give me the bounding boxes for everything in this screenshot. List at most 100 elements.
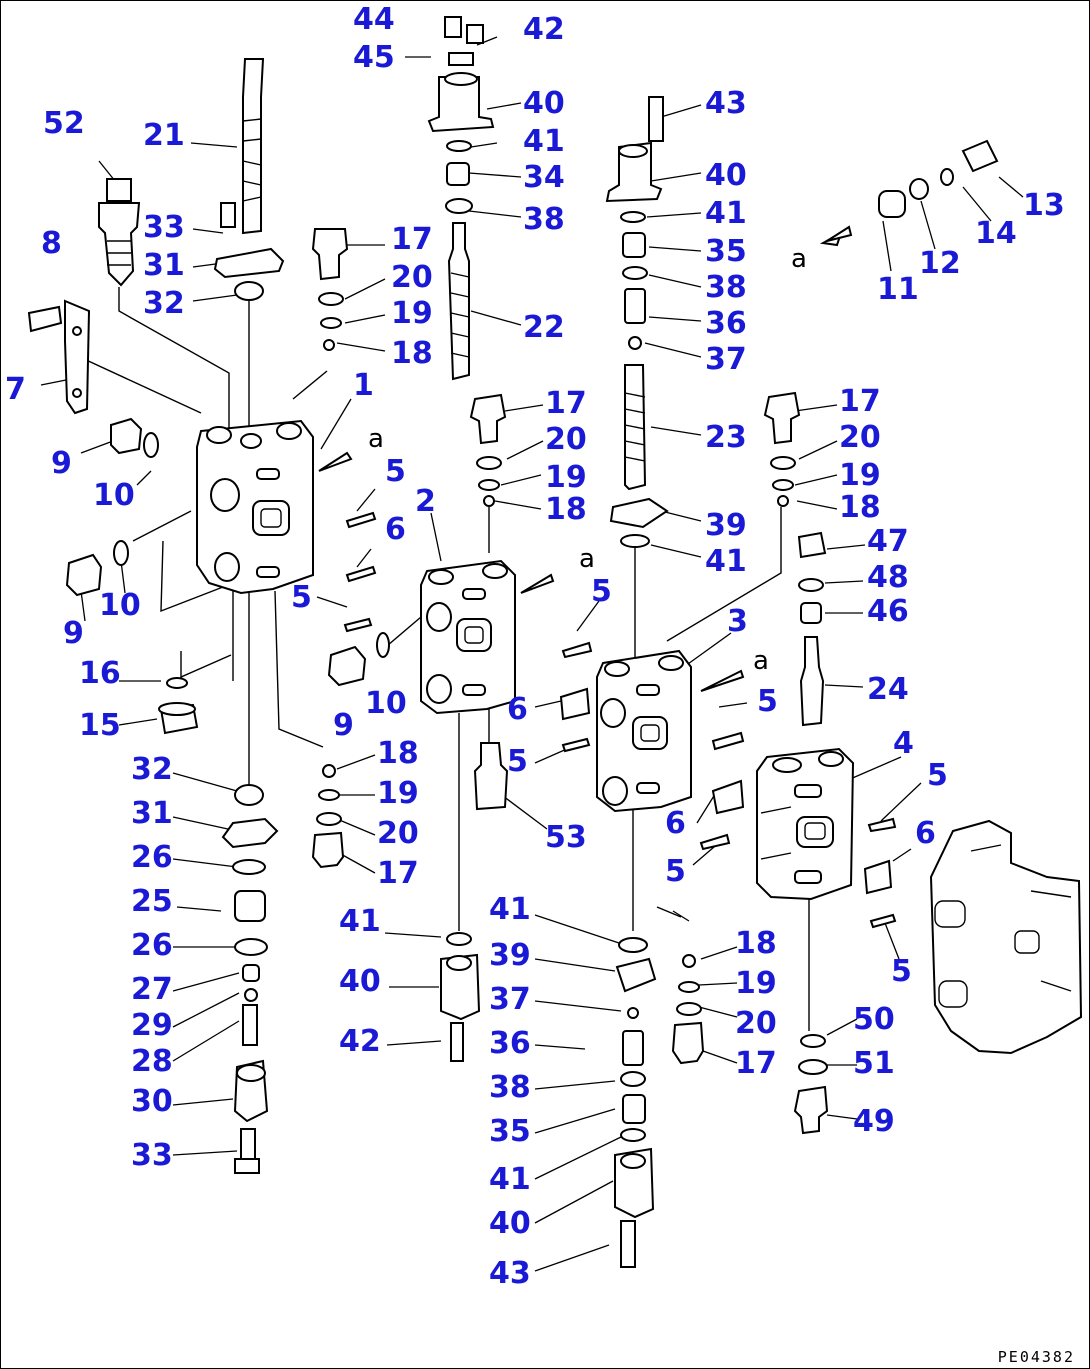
callout-20[interactable]: 20 <box>391 260 433 295</box>
callout-9[interactable]: 9 <box>51 446 72 481</box>
callout-18[interactable]: 18 <box>735 926 777 961</box>
callout-5[interactable]: 5 <box>891 954 912 989</box>
callout-35[interactable]: 35 <box>489 1114 531 1149</box>
callout-26[interactable]: 26 <box>131 928 173 963</box>
callout-39[interactable]: 39 <box>489 938 531 973</box>
callout-41[interactable]: 41 <box>705 196 747 231</box>
callout-5[interactable]: 5 <box>757 684 778 719</box>
callout-42[interactable]: 42 <box>339 1024 381 1059</box>
callout-6[interactable]: 6 <box>915 816 936 851</box>
callout-48[interactable]: 48 <box>867 560 909 595</box>
callout-18[interactable]: 18 <box>377 736 419 771</box>
callout-11[interactable]: 11 <box>877 272 919 307</box>
callout-20[interactable]: 20 <box>735 1006 777 1041</box>
callout-53[interactable]: 53 <box>545 820 587 855</box>
callout-27[interactable]: 27 <box>131 972 173 1007</box>
callout-3[interactable]: 3 <box>727 604 748 639</box>
callout-25[interactable]: 25 <box>131 884 173 919</box>
callout-28[interactable]: 28 <box>131 1044 173 1079</box>
callout-7[interactable]: 7 <box>5 372 26 407</box>
callout-35[interactable]: 35 <box>705 234 747 269</box>
callout-52[interactable]: 52 <box>43 106 85 141</box>
callout-50[interactable]: 50 <box>853 1002 895 1037</box>
callout-43[interactable]: 43 <box>489 1256 531 1291</box>
callout-21[interactable]: 21 <box>143 118 185 153</box>
callout-26[interactable]: 26 <box>131 840 173 875</box>
callout-18[interactable]: 18 <box>839 490 881 525</box>
callout-40[interactable]: 40 <box>523 86 565 121</box>
callout-2[interactable]: 2 <box>415 484 436 519</box>
callout-19[interactable]: 19 <box>839 458 881 493</box>
callout-40[interactable]: 40 <box>705 158 747 193</box>
callout-51[interactable]: 51 <box>853 1046 895 1081</box>
callout-19[interactable]: 19 <box>735 966 777 1001</box>
callout-10[interactable]: 10 <box>365 686 407 721</box>
callout-41[interactable]: 41 <box>489 1162 531 1197</box>
callout-5[interactable]: 5 <box>385 454 406 489</box>
callout-16[interactable]: 16 <box>79 656 121 691</box>
callout-45[interactable]: 45 <box>353 40 395 75</box>
callout-29[interactable]: 29 <box>131 1008 173 1043</box>
callout-20[interactable]: 20 <box>545 422 587 457</box>
callout-42[interactable]: 42 <box>523 12 565 47</box>
callout-40[interactable]: 40 <box>489 1206 531 1241</box>
callout-33[interactable]: 33 <box>143 210 185 245</box>
callout-30[interactable]: 30 <box>131 1084 173 1119</box>
callout-6[interactable]: 6 <box>507 692 528 727</box>
callout-40[interactable]: 40 <box>339 964 381 999</box>
callout-31[interactable]: 31 <box>143 248 185 283</box>
callout-47[interactable]: 47 <box>867 524 909 559</box>
callout-39[interactable]: 39 <box>705 508 747 543</box>
callout-41[interactable]: 41 <box>705 544 747 579</box>
callout-5[interactable]: 5 <box>591 574 612 609</box>
callout-33[interactable]: 33 <box>131 1138 173 1173</box>
callout-23[interactable]: 23 <box>705 420 747 455</box>
callout-43[interactable]: 43 <box>705 86 747 121</box>
callout-37[interactable]: 37 <box>489 982 531 1017</box>
callout-5[interactable]: 5 <box>507 744 528 779</box>
callout-5[interactable]: 5 <box>665 854 686 889</box>
callout-6[interactable]: 6 <box>385 512 406 547</box>
callout-38[interactable]: 38 <box>705 270 747 305</box>
callout-17[interactable]: 17 <box>839 384 881 419</box>
callout-18[interactable]: 18 <box>391 336 433 371</box>
callout-34[interactable]: 34 <box>523 160 565 195</box>
callout-22[interactable]: 22 <box>523 310 565 345</box>
callout-18[interactable]: 18 <box>545 492 587 527</box>
callout-38[interactable]: 38 <box>489 1070 531 1105</box>
callout-24[interactable]: 24 <box>867 672 909 707</box>
callout-5[interactable]: 5 <box>927 758 948 793</box>
callout-20[interactable]: 20 <box>839 420 881 455</box>
callout-6[interactable]: 6 <box>665 806 686 841</box>
callout-12[interactable]: 12 <box>919 246 961 281</box>
callout-17[interactable]: 17 <box>391 222 433 257</box>
callout-20[interactable]: 20 <box>377 816 419 851</box>
callout-19[interactable]: 19 <box>545 460 587 495</box>
callout-19[interactable]: 19 <box>391 296 433 331</box>
callout-9[interactable]: 9 <box>63 616 84 651</box>
callout-10[interactable]: 10 <box>99 588 141 623</box>
callout-10[interactable]: 10 <box>93 478 135 513</box>
callout-13[interactable]: 13 <box>1023 188 1065 223</box>
callout-44[interactable]: 44 <box>353 2 395 37</box>
callout-49[interactable]: 49 <box>853 1104 895 1139</box>
callout-17[interactable]: 17 <box>545 386 587 421</box>
callout-41[interactable]: 41 <box>489 892 531 927</box>
callout-32[interactable]: 32 <box>143 286 185 321</box>
callout-41[interactable]: 41 <box>523 124 565 159</box>
callout-15[interactable]: 15 <box>79 708 121 743</box>
callout-1[interactable]: 1 <box>353 368 374 403</box>
callout-19[interactable]: 19 <box>377 776 419 811</box>
callout-17[interactable]: 17 <box>735 1046 777 1081</box>
callout-36[interactable]: 36 <box>705 306 747 341</box>
callout-17[interactable]: 17 <box>377 856 419 891</box>
callout-32[interactable]: 32 <box>131 752 173 787</box>
callout-46[interactable]: 46 <box>867 594 909 629</box>
callout-9[interactable]: 9 <box>333 708 354 743</box>
callout-5[interactable]: 5 <box>291 580 312 615</box>
callout-14[interactable]: 14 <box>975 216 1017 251</box>
callout-38[interactable]: 38 <box>523 202 565 237</box>
callout-31[interactable]: 31 <box>131 796 173 831</box>
callout-41[interactable]: 41 <box>339 904 381 939</box>
callout-37[interactable]: 37 <box>705 342 747 377</box>
